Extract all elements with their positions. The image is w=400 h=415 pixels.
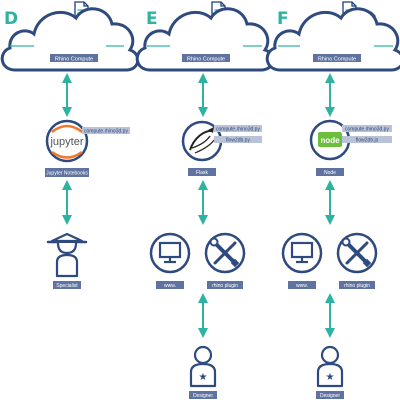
cloud-label-box <box>313 54 361 62</box>
client-label-box <box>339 281 375 289</box>
client-label-box <box>156 281 184 289</box>
cloud-label-box <box>50 54 98 62</box>
client-label: Specialist <box>56 283 78 289</box>
client-label: rhino plugin <box>212 283 238 289</box>
monitor-icon <box>281 232 323 274</box>
app-label-box <box>316 168 344 176</box>
monitor-icon <box>149 232 191 274</box>
cloud-label: Rhino Compute <box>187 57 225 63</box>
panel-letter: D <box>4 9 18 29</box>
tools-icon <box>204 232 246 274</box>
jupyter-logo-icon: jupyter <box>45 119 89 163</box>
panel-d: D Rhino Compute jupyter compute.rhino3d.… <box>0 1 140 289</box>
designer-icon: ★ <box>189 345 217 388</box>
star-icon: ★ <box>326 372 335 383</box>
app-label-box <box>188 168 216 176</box>
cloud-label: Rhino Compute <box>55 57 93 63</box>
tools-icon <box>336 232 378 274</box>
file-label-box <box>214 125 262 132</box>
designer-label-box <box>316 391 344 399</box>
app-label-box <box>45 168 89 177</box>
file-label-box <box>342 136 392 143</box>
client-label: rhino plugin <box>344 283 370 289</box>
flask-logo-icon <box>181 120 223 162</box>
file-label: flow2db.js <box>356 138 379 144</box>
nodejs-logo-icon: node <box>309 119 351 161</box>
cloud-label: Rhino Compute <box>318 57 356 63</box>
app-label: Jupyter Notebooks <box>46 171 88 177</box>
designer-label: Designer <box>193 393 213 399</box>
file-label: compute.rhino3d.py <box>216 127 260 133</box>
panel-letter: E <box>146 9 158 29</box>
designer-label-box <box>189 391 217 399</box>
client-label: www. <box>296 283 308 289</box>
client-label: www. <box>164 283 176 289</box>
file-label: compute.rhino3d.py <box>84 129 128 135</box>
designer-label: Designer <box>320 393 340 399</box>
app-label: Flask <box>196 170 208 176</box>
client-label-box <box>207 281 243 289</box>
jupyter-wordmark: jupyter <box>49 136 83 148</box>
panel-letter: F <box>277 9 289 29</box>
panel-f: F Rhino Compute node compute.rhino3d.py … <box>265 1 400 399</box>
rhino-compute-cloud: Rhino Compute <box>0 1 140 72</box>
file-label-box <box>342 125 392 132</box>
rhino-compute-cloud: Rhino Compute <box>265 1 400 72</box>
designer-icon: ★ <box>316 345 344 388</box>
rhino-compute-cloud: Rhino Compute <box>135 1 275 72</box>
file-label: flow2db.py <box>226 138 250 144</box>
node-wordmark: node <box>320 136 340 145</box>
file-label-box <box>82 127 130 134</box>
star-icon: ★ <box>199 372 208 383</box>
panel-e: E Rhino Compute compute.rhino3d.py flow2… <box>135 1 275 399</box>
client-label-box <box>288 281 316 289</box>
user-hat-icon <box>46 232 88 278</box>
client-label-box <box>53 281 81 289</box>
file-label: compute.rhino3d.py <box>345 127 389 133</box>
file-label-box <box>214 136 262 143</box>
cloud-label-box <box>182 54 230 62</box>
app-label: Node <box>324 170 336 176</box>
